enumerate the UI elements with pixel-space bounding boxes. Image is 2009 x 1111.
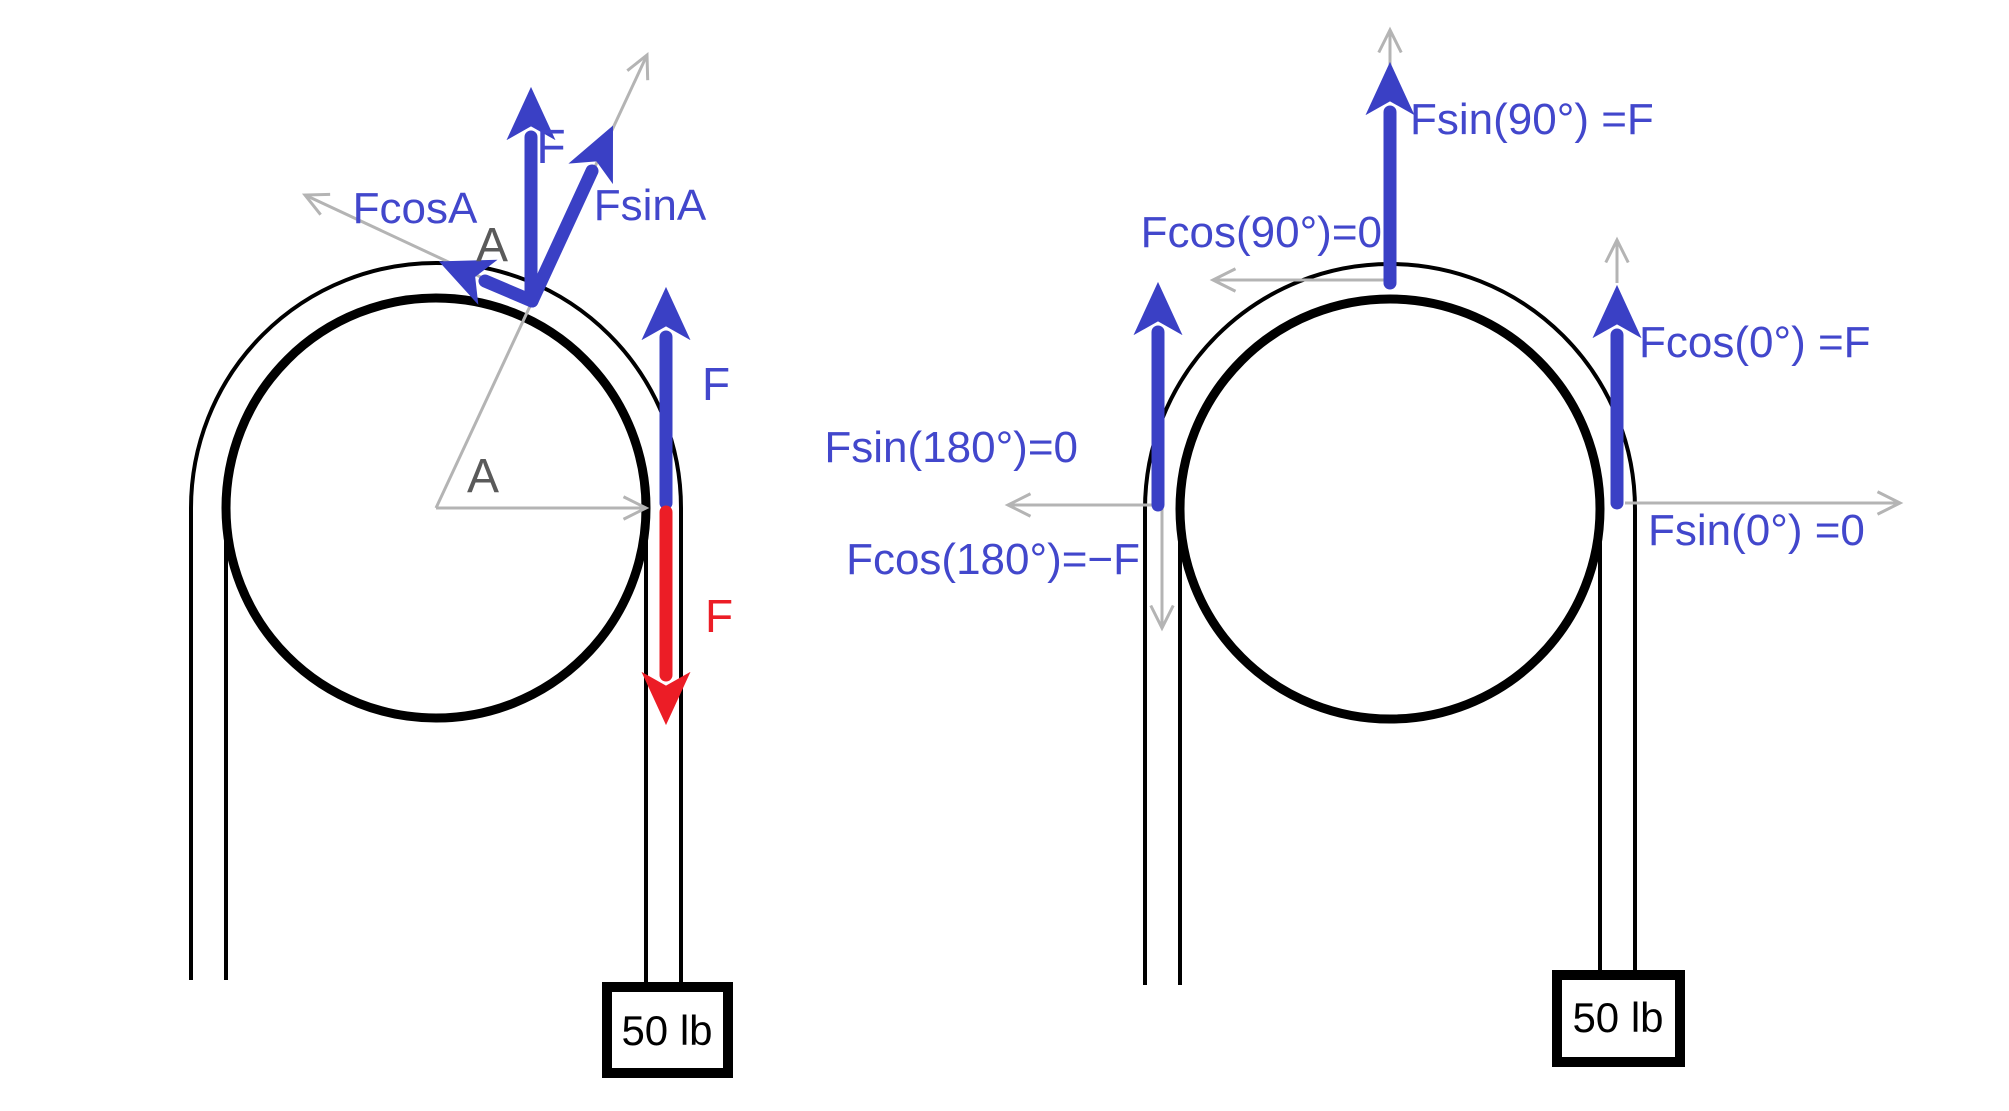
right-weight-label: 50 lb bbox=[1572, 994, 1663, 1041]
left-rope-arc bbox=[189, 261, 683, 509]
label-force-f: F bbox=[536, 121, 565, 174]
label-angle-a-tangent: A bbox=[476, 219, 508, 272]
label-fsin-90: Fsin(90°) =F bbox=[1410, 95, 1654, 144]
right-pulley-diagram: Fsin(90°) =F Fcos(90°)=0 Fsin(180°)=0 Fc… bbox=[824, 26, 1904, 1067]
right-pulley-wheel bbox=[1175, 294, 1605, 724]
label-tension-up-f: F bbox=[702, 358, 730, 410]
label-angle-a-center: A bbox=[467, 450, 499, 503]
left-pulley-diagram: FcosA A F FsinA A F F 50 lb bbox=[189, 51, 733, 1078]
label-fcosa: FcosA bbox=[353, 184, 478, 233]
force-fcosa-arrow bbox=[438, 259, 539, 308]
label-fsina: FsinA bbox=[594, 181, 707, 230]
label-fsin-0: Fsin(0°) =0 bbox=[1648, 506, 1865, 555]
label-tension-down-f: F bbox=[705, 590, 733, 642]
left-weight-label: 50 lb bbox=[621, 1007, 712, 1054]
right-weight-box bbox=[1552, 970, 1685, 1067]
label-fcos-90: Fcos(90°)=0 bbox=[1141, 208, 1382, 257]
force-fsina-arrow bbox=[525, 125, 613, 308]
label-fsin-180: Fsin(180°)=0 bbox=[824, 423, 1078, 472]
label-fcos-180: Fcos(180°)=−F bbox=[846, 535, 1140, 584]
left-weight-box bbox=[602, 982, 733, 1078]
label-fcos-0: Fcos(0°) =F bbox=[1639, 318, 1871, 367]
